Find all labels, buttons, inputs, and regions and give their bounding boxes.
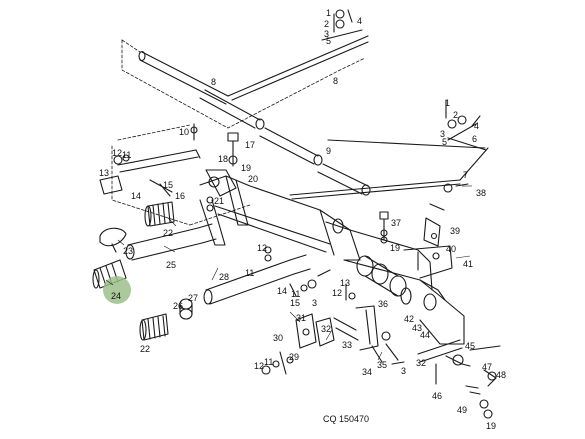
part-label-21: 21 — [214, 196, 224, 206]
lower-linkages — [295, 305, 405, 365]
part-label-30: 30 — [273, 333, 283, 343]
part-label-4-2: 4 — [474, 121, 479, 131]
part-label-8-2: 8 — [333, 76, 338, 86]
part-label-37: 37 — [391, 218, 401, 228]
part-label-10: 10 — [179, 127, 189, 137]
part-label-32: 32 — [321, 324, 331, 334]
part-label-6: 6 — [472, 134, 477, 144]
left-lever-assembly — [99, 123, 201, 197]
part-label-11-4: 11 — [264, 357, 273, 367]
dashed-outline — [111, 39, 366, 226]
part-label-14-2: 14 — [277, 286, 287, 296]
part-label-45: 45 — [465, 341, 475, 351]
bracket-41 — [403, 245, 453, 279]
part-label-27: 27 — [188, 293, 198, 303]
part-label-33: 33 — [342, 340, 352, 350]
part-label-26: 26 — [173, 301, 183, 311]
part-label-22-2: 22 — [140, 344, 150, 354]
part-label-12-4: 12 — [254, 361, 264, 371]
part-label-12-3: 12 — [332, 288, 342, 298]
part-label-5-2: 5 — [442, 137, 447, 147]
part-label-18: 18 — [218, 154, 228, 164]
part-label-3-4: 3 — [401, 366, 406, 376]
part-label-19-2: 19 — [390, 243, 400, 253]
part-label-25: 25 — [166, 260, 176, 270]
part-label-19: 19 — [241, 163, 251, 173]
center-bolt-stack — [205, 132, 239, 212]
part-label-12-2: 12 — [257, 243, 267, 253]
sleeve-9 — [199, 89, 371, 196]
part-label-12: 12 — [112, 148, 122, 158]
part-label-46: 46 — [432, 391, 442, 401]
part-label-23: 23 — [123, 246, 133, 256]
part-label-2-2: 2 — [453, 110, 458, 120]
part-label-3: 3 — [324, 29, 329, 39]
main-frame — [199, 175, 465, 345]
lower-grip-parts — [139, 298, 193, 341]
part-label-36: 36 — [378, 299, 388, 309]
part-label-43: 43 — [412, 323, 422, 333]
part-label-24: 24 — [111, 291, 121, 301]
bottom-left-fasteners — [261, 351, 294, 375]
leader-lines — [105, 185, 472, 361]
shaft-28 — [203, 254, 311, 305]
part-label-41: 41 — [463, 259, 473, 269]
center-fasteners — [264, 246, 356, 301]
part-label-40: 40 — [446, 244, 456, 254]
part-label-3-3: 3 — [312, 298, 317, 308]
part-label-47: 47 — [482, 362, 492, 372]
part-label-32-2: 32 — [416, 358, 426, 368]
part-label-48: 48 — [496, 370, 506, 380]
part-label-7: 7 — [463, 170, 468, 180]
part-label-11: 11 — [122, 150, 131, 160]
part-label-4: 4 — [357, 16, 362, 26]
part-label-8: 8 — [211, 77, 216, 87]
rod-7 — [289, 137, 489, 200]
roller-assembly — [356, 255, 407, 297]
rod-8 — [138, 35, 369, 105]
part-label-38: 38 — [476, 188, 486, 198]
part-label-14: 14 — [131, 191, 141, 201]
part-label-1: 1 — [326, 8, 331, 18]
part-label-1-2: 1 — [445, 98, 450, 108]
part-label-31: 31 — [296, 313, 306, 323]
part-label-35: 35 — [377, 360, 387, 370]
part-label-15-2: 15 — [290, 298, 300, 308]
part-label-3-2: 3 — [440, 129, 445, 139]
part-label-42: 42 — [404, 314, 414, 324]
part-label-13: 13 — [99, 168, 109, 178]
part-label-22: 22 — [163, 228, 173, 238]
part-label-9: 9 — [326, 146, 331, 156]
parts-37-40 — [379, 183, 469, 247]
part-label-44: 44 — [420, 330, 430, 340]
part-label-19-3: 19 — [486, 421, 496, 431]
part-label-49: 49 — [457, 405, 467, 415]
part-label-20: 20 — [248, 174, 258, 184]
part-label-5: 5 — [326, 36, 331, 46]
part-label-28: 28 — [219, 272, 229, 282]
knob-23 — [99, 227, 127, 253]
part-label-2: 2 — [324, 19, 329, 29]
part-label-17: 17 — [245, 140, 255, 150]
part-label-11-3: 11 — [291, 289, 300, 299]
part-label-29: 29 — [289, 352, 299, 362]
top-linkage-parts — [321, 9, 481, 141]
part-label-13-2: 13 — [340, 278, 350, 288]
pedal-shaft-25 — [125, 223, 217, 261]
grip-22 — [144, 201, 175, 227]
part-label-34: 34 — [362, 367, 372, 377]
diagram-caption: CQ 150470 — [323, 414, 369, 424]
part-label-16: 16 — [175, 191, 185, 201]
part-label-15: 15 — [163, 180, 173, 190]
part-label-11-2: 11 — [245, 268, 254, 278]
right-lower-parts — [417, 339, 501, 419]
part-label-39: 39 — [450, 226, 460, 236]
